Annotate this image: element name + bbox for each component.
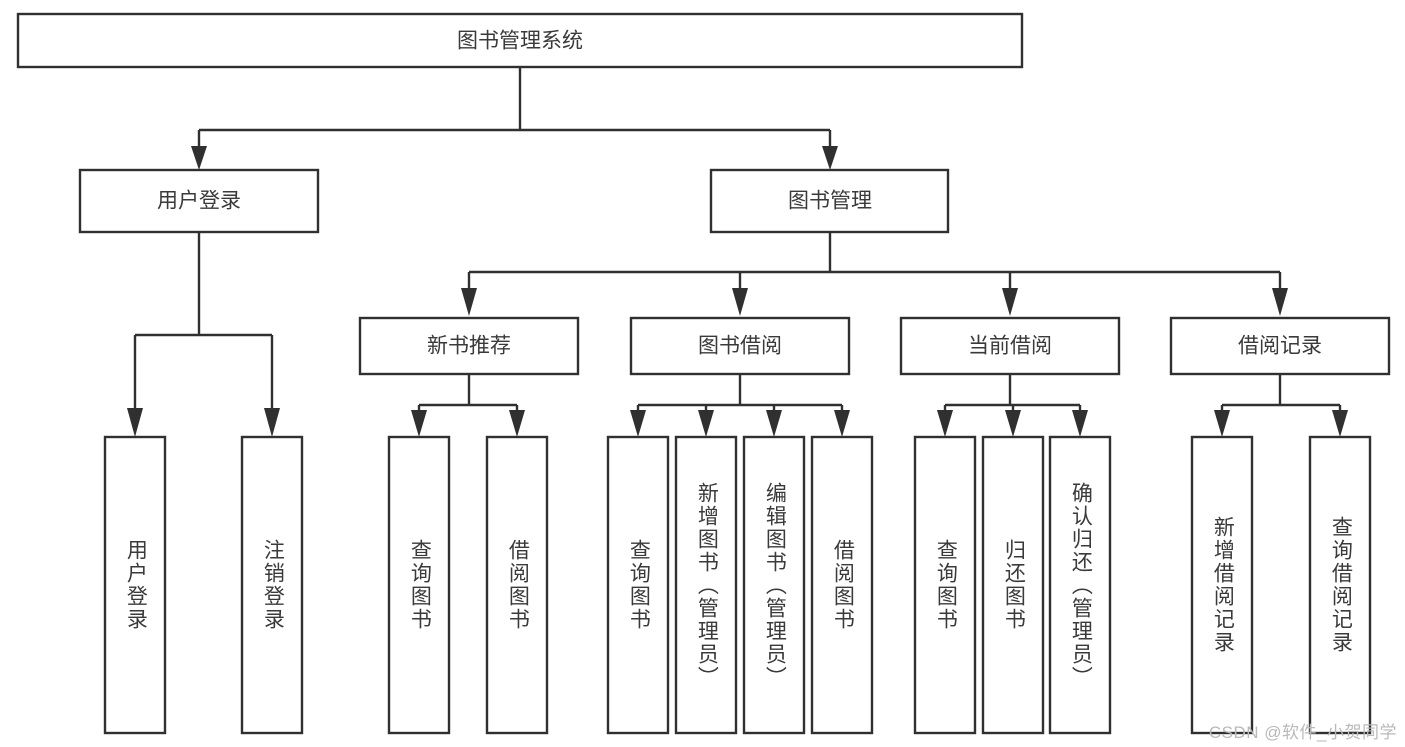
leaf-current-borrow-2[interactable]	[981, 435, 1045, 735]
arrow-head-currentborrow-leaf-2	[1005, 410, 1021, 437]
arrow-head-borrowrecord-leaf-2	[1332, 410, 1348, 437]
arrow-head-current-borrow	[1002, 288, 1018, 316]
node-new-book-recommend[interactable]	[358, 316, 580, 376]
arrow-head-bookborrow-leaf-3	[766, 410, 782, 437]
node-book-management[interactable]	[709, 168, 950, 234]
arrow-head-bookborrow-leaf-2	[698, 410, 714, 437]
arrow-head-borrowrecord-leaf-1	[1214, 410, 1230, 437]
node-root-label: 图书管理系统	[457, 30, 583, 53]
arrow-head-user-login	[191, 146, 207, 170]
arrow-head-currentborrow-leaf-3	[1072, 410, 1088, 437]
node-layer: 图书管理系统 用户登录 图书管理 新书推荐 图书借阅 当前借阅 借阅记录	[16, 12, 1391, 735]
leaf-book-borrow-2[interactable]	[674, 435, 738, 735]
node-borrow-record[interactable]	[1169, 316, 1391, 376]
leaf-current-borrow-1[interactable]	[913, 435, 977, 735]
arrow-head-newbook-leaf-1	[411, 410, 427, 437]
node-new-book-recommend-label: 新书推荐	[427, 335, 511, 358]
leaf-book-borrow-3[interactable]	[742, 435, 806, 735]
arrow-head-book-borrow	[732, 288, 748, 316]
leaf-book-borrow-4[interactable]	[810, 435, 874, 735]
node-user-login[interactable]	[78, 168, 320, 234]
node-book-borrow-label: 图书借阅	[698, 335, 782, 358]
leaf-borrow-record-2[interactable]	[1308, 435, 1372, 735]
arrow-head-book-mgmt	[822, 146, 838, 170]
arrow-head-user-login-leaf-1	[127, 408, 143, 437]
node-root[interactable]	[16, 12, 1024, 69]
node-user-login-label: 用户登录	[157, 190, 241, 213]
connector-layer	[127, 67, 1348, 437]
leaf-book-borrow-1[interactable]	[606, 435, 670, 735]
arrow-head-newbook-leaf-2	[509, 410, 525, 437]
leaf-borrow-record-1[interactable]	[1190, 435, 1254, 735]
csdn-watermark: CSDN @软件_小贺同学	[1208, 723, 1397, 742]
node-borrow-record-label: 借阅记录	[1238, 335, 1322, 358]
leaf-user-login-2[interactable]	[240, 435, 304, 735]
arrow-head-bookborrow-leaf-4	[834, 410, 850, 437]
node-book-management-label: 图书管理	[788, 190, 872, 213]
node-current-borrow-label: 当前借阅	[968, 335, 1052, 358]
leaf-current-borrow-3[interactable]	[1048, 435, 1112, 735]
arrow-head-bookborrow-leaf-1	[630, 410, 646, 437]
arrow-head-new-book	[461, 288, 477, 316]
node-book-borrow[interactable]	[629, 316, 851, 376]
leaf-new-book-2[interactable]	[485, 435, 549, 735]
arrow-head-currentborrow-leaf-1	[937, 410, 953, 437]
leaf-new-book-1[interactable]	[387, 435, 451, 735]
arrow-head-borrow-record	[1272, 288, 1288, 316]
arrow-head-user-login-leaf-2	[264, 408, 280, 437]
leaf-user-login-1[interactable]	[103, 435, 167, 735]
node-current-borrow[interactable]	[899, 316, 1121, 376]
